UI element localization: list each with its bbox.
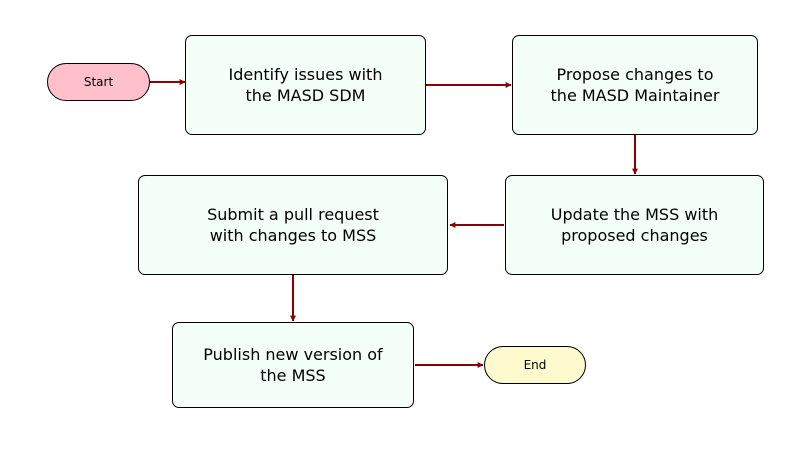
- propose-changes-node: Propose changes to the MASD Maintainer: [512, 35, 758, 135]
- end-node-label: End: [523, 358, 547, 372]
- submit-pull-request-node: Submit a pull request with changes to MS…: [138, 175, 448, 275]
- start-node-label: Start: [83, 75, 114, 89]
- update-mss-node: Update the MSS with proposed changes: [505, 175, 764, 275]
- submit-pull-request-label: Submit a pull request with changes to MS…: [207, 205, 379, 245]
- identify-issues-node: Identify issues with the MASD SDM: [185, 35, 426, 135]
- identify-issues-label: Identify issues with the MASD SDM: [228, 65, 383, 105]
- update-mss-label: Update the MSS with proposed changes: [550, 205, 719, 245]
- publish-version-label: Publish new version of the MSS: [203, 345, 383, 385]
- end-node: End: [484, 346, 586, 384]
- publish-version-node: Publish new version of the MSS: [172, 322, 414, 408]
- start-node: Start: [47, 63, 150, 101]
- propose-changes-label: Propose changes to the MASD Maintainer: [550, 65, 720, 105]
